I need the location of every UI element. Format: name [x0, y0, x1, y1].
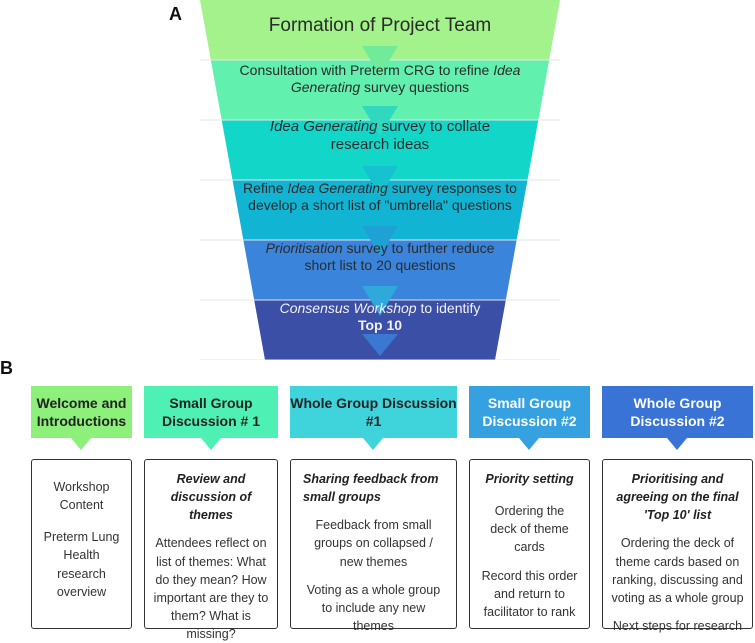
column-header-small-group-2: Small Group Discussion #2	[469, 386, 590, 438]
panel-label-a: A	[169, 4, 182, 24]
card-welcome: Workshop Content Preterm Lung Health res…	[31, 459, 132, 629]
funnel-stage-2-band	[200, 60, 560, 120]
card-small-group-2-subtitle: Priority setting	[485, 472, 574, 486]
funnel-arrow-1	[362, 46, 398, 76]
card-welcome-item-1: Workshop Content	[53, 480, 110, 513]
panel-label-b: B	[0, 358, 13, 378]
card-small-group-2-item-2: Record this order and return to facilita…	[481, 568, 578, 619]
card-small-group-1-subtitle: Review and discussion of themes	[170, 472, 252, 523]
funnel-stage-1-text: Formation of Project Team	[268, 15, 492, 36]
funnel-diagram	[200, 0, 560, 360]
funnel-stage-2-text: Consultation with Preterm CRG to refine …	[239, 62, 521, 95]
funnel-stage-5-text: Prioritisation survey to further reduce …	[265, 240, 495, 273]
column-header-whole-group-2-arrow	[667, 438, 687, 450]
card-small-group-1: Review and discussion of themes Attendee…	[144, 459, 278, 641]
card-whole-group-1-item-2: Voting as a whole group to include any n…	[306, 582, 441, 633]
column-header-welcome: Welcome and Introductions	[31, 386, 132, 438]
column-header-small-group-1: Small Group Discussion # 1	[144, 386, 278, 438]
card-small-group-2-item-1: Ordering the deck of theme cards	[490, 504, 569, 555]
funnel-arrow-4	[362, 226, 398, 256]
funnel-arrow-6	[362, 334, 398, 356]
column-header-welcome-arrow	[71, 438, 91, 450]
funnel-arrow-3	[362, 166, 398, 196]
funnel-arrow-2	[362, 106, 398, 136]
card-whole-group-1: Sharing feedback from small groups Feedb…	[290, 459, 457, 633]
funnel-stage-6-text: Consensus Workshop to identify Top 10	[279, 300, 481, 333]
funnel-stage-3-band	[200, 120, 560, 180]
funnel-stage-4-text: Refine Idea Generating survey responses …	[243, 180, 517, 213]
card-welcome-item-2: Preterm Lung Health research overview	[43, 530, 120, 599]
card-whole-group-1-item-1: Feedback from small groups on collapsed …	[314, 518, 433, 569]
funnel-stage-5-band	[200, 240, 560, 300]
column-header-small-group-1-arrow	[201, 438, 221, 450]
column-header-whole-group-2: Whole Group Discussion #2	[602, 386, 753, 438]
funnel-arrow-5	[362, 286, 398, 316]
column-header-whole-group-1-arrow	[363, 438, 383, 450]
card-whole-group-2-item-2: Next steps for research	[612, 618, 743, 633]
funnel-stage-1-band	[200, 0, 560, 60]
card-whole-group-2-item-1: Ordering the deck of theme cards based o…	[611, 536, 744, 605]
funnel-stage-6-band	[200, 300, 560, 360]
column-header-small-group-2-arrow	[519, 438, 539, 450]
card-small-group-1-item-1: Attendees reflect on list of themes: Wha…	[153, 536, 269, 641]
column-header-whole-group-1: Whole Group Discussion #1	[290, 386, 457, 438]
card-small-group-2: Priority setting Ordering the deck of th…	[469, 459, 590, 629]
funnel-stage-3-text: Idea Generating survey to collate resear…	[269, 118, 491, 153]
card-whole-group-2-subtitle: Prioritising and agreeing on the final '…	[616, 472, 739, 523]
card-whole-group-1-subtitle: Sharing feedback from small groups	[303, 472, 439, 505]
funnel-stage-4-band	[200, 180, 560, 240]
card-whole-group-2: Prioritising and agreeing on the final '…	[602, 459, 753, 633]
